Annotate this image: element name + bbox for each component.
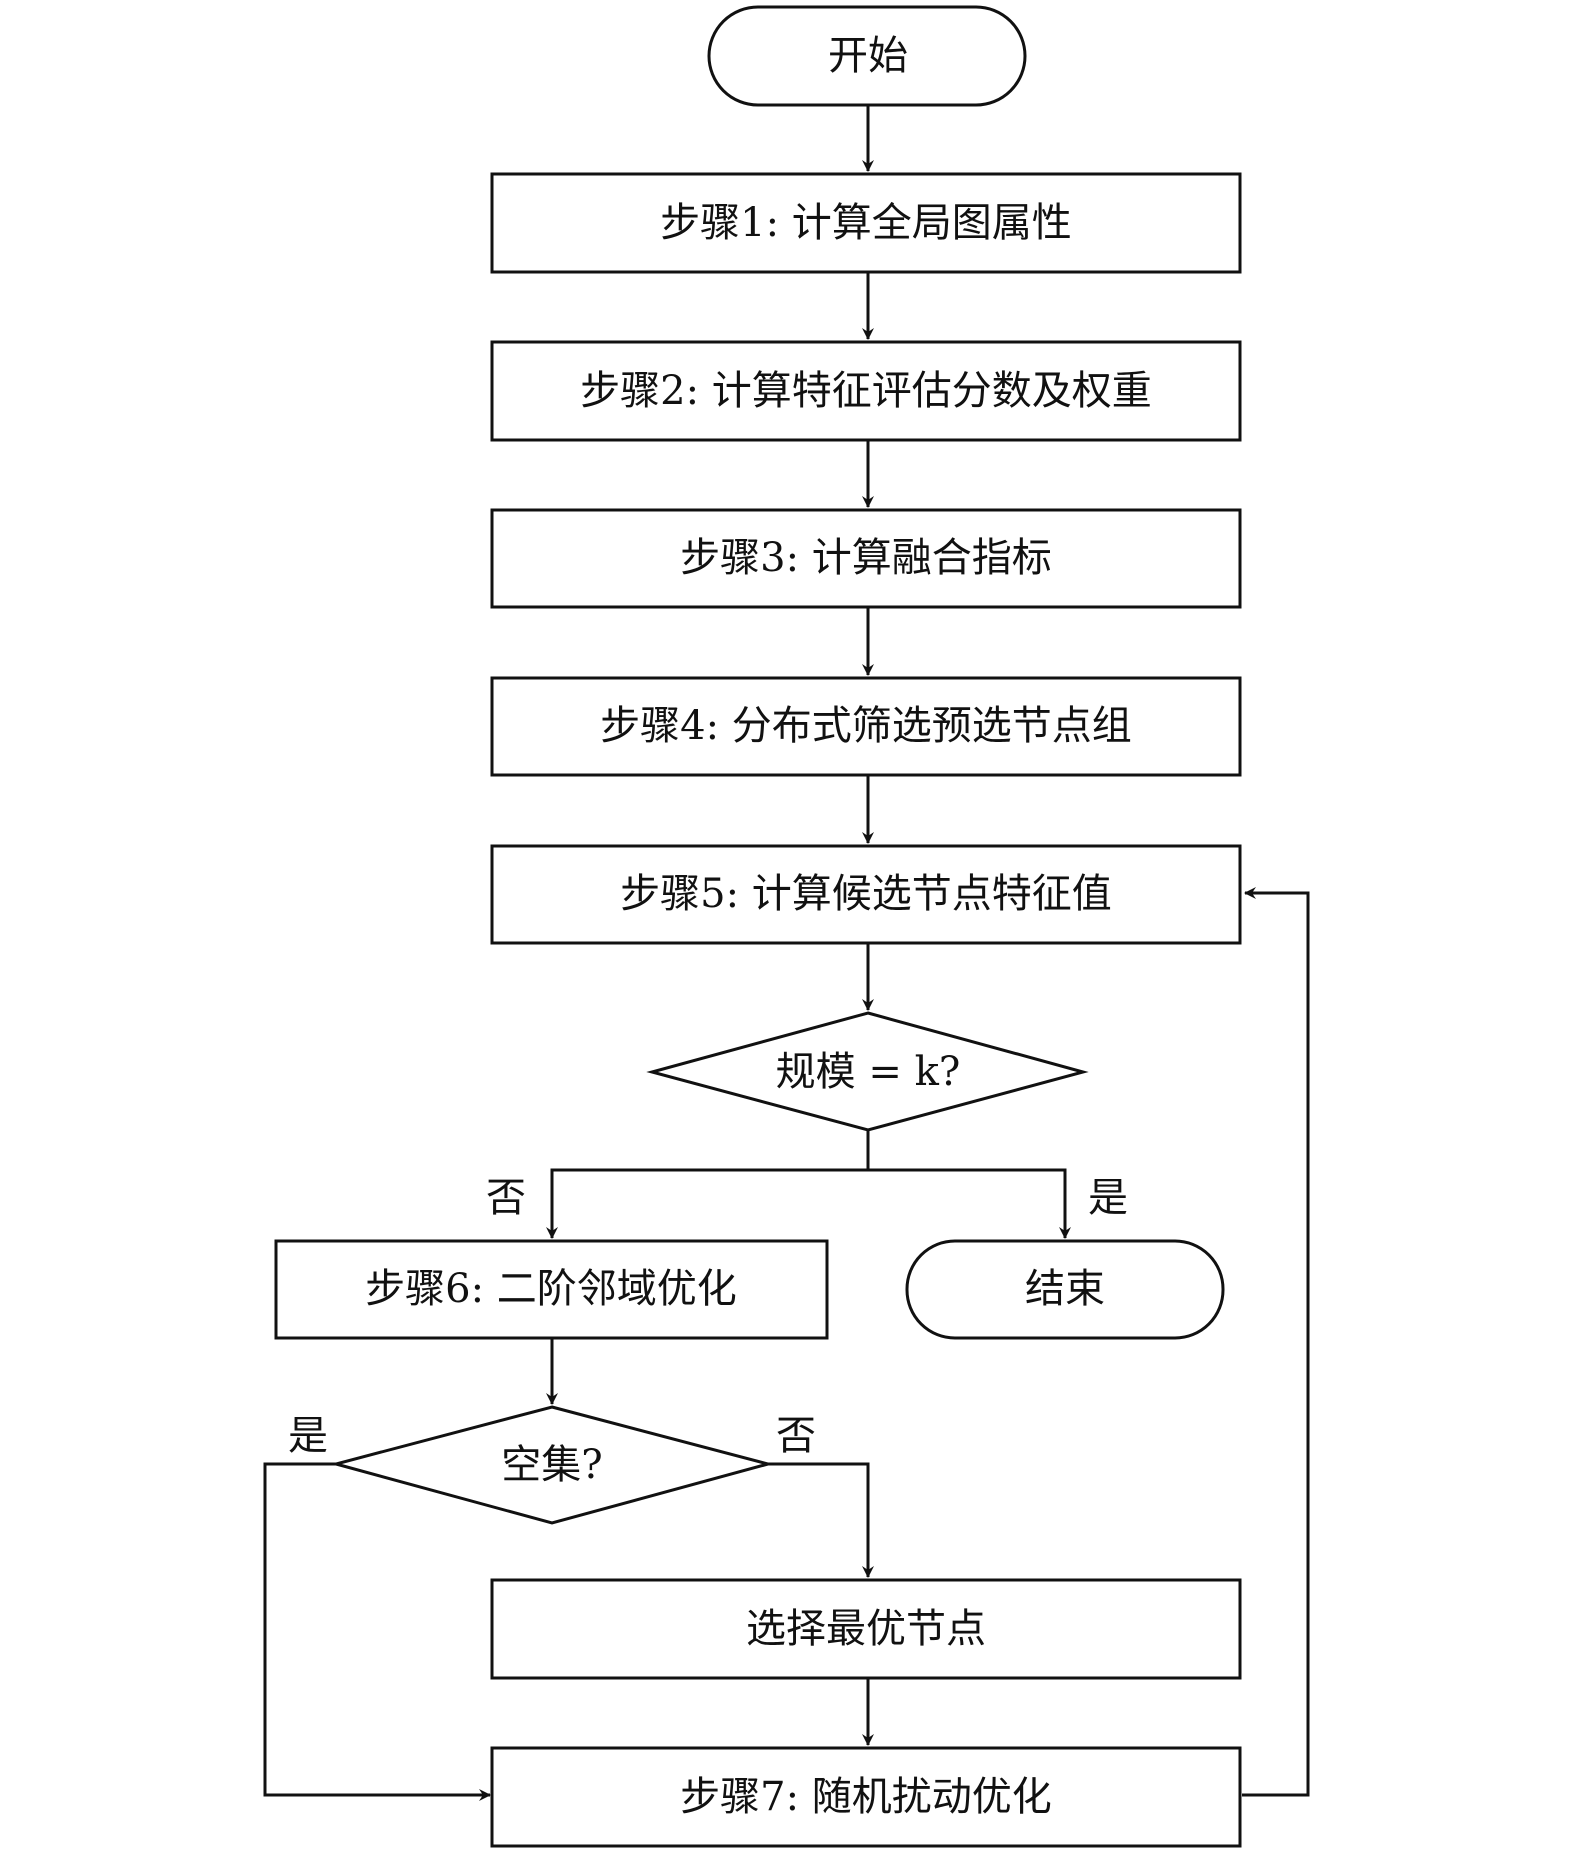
- arrow-empty-no-select: [768, 1462, 874, 1578]
- edge-label-size-no: 否: [486, 1175, 526, 1221]
- arrow-size-no-step6: [546, 1130, 870, 1239]
- step4-node: 步骤4: 分布式筛选预选节点组: [490, 676, 1242, 777]
- step6-label: 步骤6: 二阶邻域优化: [365, 1266, 737, 1312]
- step5-label: 步骤5: 计算候选节点特征值: [620, 871, 1112, 917]
- arrow-empty-yes-step7: [263, 1462, 491, 1801]
- edge-label-empty-yes: 是: [288, 1413, 328, 1459]
- decision-size-node: 规模 = k?: [646, 1011, 1089, 1132]
- arrow-step7-loop-step5: [1242, 887, 1310, 1797]
- connectors: [263, 105, 1310, 1801]
- step1-label: 步骤1: 计算全局图属性: [660, 200, 1072, 246]
- decision-empty-label: 空集?: [501, 1442, 602, 1488]
- step7-label: 步骤7: 随机扰动优化: [680, 1774, 1052, 1820]
- start-label: 开始: [828, 33, 908, 79]
- step1-node: 步骤1: 计算全局图属性: [490, 172, 1242, 274]
- step2-label: 步骤2: 计算特征评估分数及权重: [580, 368, 1152, 414]
- step4-label: 步骤4: 分布式筛选预选节点组: [600, 703, 1132, 749]
- select-best-label: 选择最优节点: [746, 1606, 986, 1652]
- step7-node: 步骤7: 随机扰动优化: [490, 1746, 1242, 1848]
- step5-node: 步骤5: 计算候选节点特征值: [490, 844, 1242, 945]
- start-node: 开始: [707, 5, 1027, 107]
- step6-node: 步骤6: 二阶邻域优化: [274, 1239, 829, 1340]
- end-label: 结束: [1025, 1266, 1105, 1312]
- end-node: 结束: [905, 1239, 1225, 1340]
- step3-label: 步骤3: 计算融合指标: [680, 535, 1052, 581]
- step3-node: 步骤3: 计算融合指标: [490, 508, 1242, 609]
- arrow-size-yes-end: [868, 1168, 1071, 1239]
- edge-label-empty-no: 否: [776, 1413, 816, 1459]
- step2-node: 步骤2: 计算特征评估分数及权重: [490, 340, 1242, 442]
- edge-label-size-yes: 是: [1088, 1175, 1128, 1221]
- decision-size-label: 规模 = k?: [776, 1049, 961, 1095]
- decision-empty-node: 空集?: [330, 1405, 774, 1525]
- select-best-node: 选择最优节点: [490, 1578, 1242, 1680]
